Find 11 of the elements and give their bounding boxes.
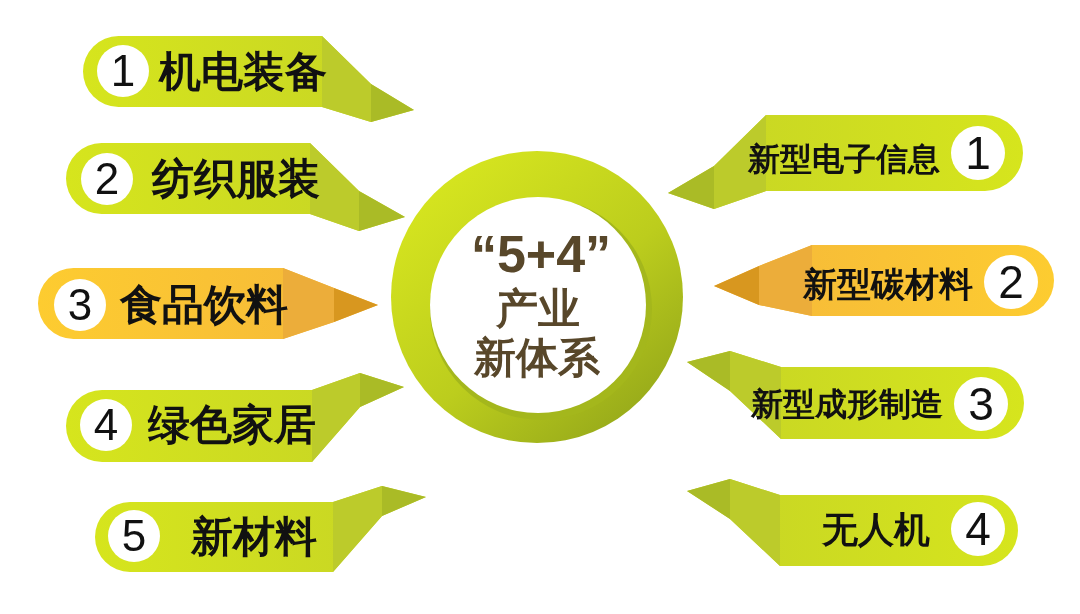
category-label: 食品饮料 — [120, 284, 288, 326]
category-label: 绿色家居 — [148, 404, 316, 446]
subtitle-text: 产业新体系 — [474, 284, 601, 382]
category-label: 新型碳材料 — [803, 267, 973, 301]
category-label: 新型电子信息 — [748, 143, 940, 175]
category-label: 机电装备 — [159, 51, 327, 93]
category-label: 无人机 — [822, 512, 930, 548]
title-text: “5+4” — [470, 228, 612, 280]
category-label: 纺织服装 — [152, 158, 320, 200]
category-label: 新材料 — [191, 516, 317, 558]
category-label: 新型成形制造 — [751, 388, 943, 420]
